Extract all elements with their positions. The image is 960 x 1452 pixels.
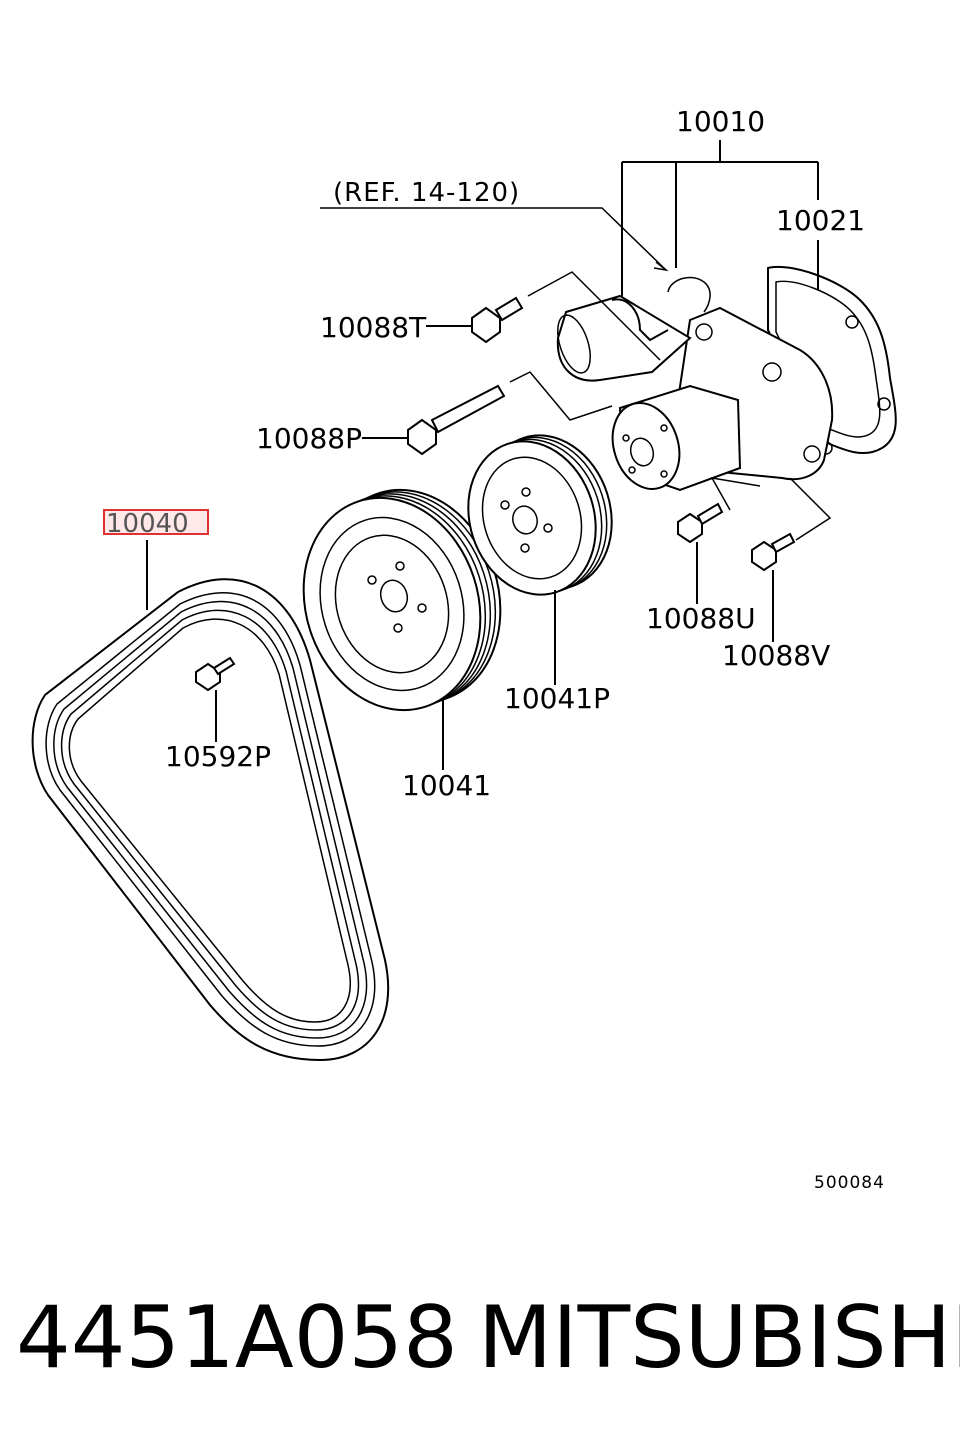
parts-diagram: 10040 10592P 10041 10041P [31, 105, 897, 1193]
label-10041p: 10041P [504, 682, 610, 715]
label-10041: 10041 [402, 769, 491, 802]
bolt-10088v [751, 532, 796, 572]
water-pump-10010 [556, 265, 897, 492]
label-10010: 10010 [676, 105, 765, 138]
bolt-10088u [677, 502, 724, 544]
crank-pulley-10041 [302, 488, 502, 712]
drive-belt [31, 578, 390, 1062]
label-10088v: 10088V [722, 639, 830, 672]
label-10040-highlight [103, 509, 209, 535]
label-ref-14-120: (REF. 14-120) [333, 178, 520, 208]
label-10592p: 10592P [165, 740, 271, 773]
part-number: 4451A058 [16, 1288, 458, 1388]
bolt-10088p [407, 384, 506, 456]
label-10040: 10040 [106, 509, 189, 539]
label-10088u: 10088U [646, 602, 756, 635]
label-10088t: 10088T [320, 311, 427, 344]
brand-name: MITSUBISHI [478, 1288, 960, 1388]
bolt-10592p [195, 656, 236, 692]
diagram-code: 500084 [814, 1173, 885, 1193]
label-10088p: 10088P [256, 422, 362, 455]
pump-pulley-10041p [467, 434, 613, 596]
bolt-10088t [471, 296, 524, 344]
label-10021: 10021 [776, 204, 865, 237]
footer-caption: 4451A058 MITSUBISHI [0, 1270, 960, 1430]
